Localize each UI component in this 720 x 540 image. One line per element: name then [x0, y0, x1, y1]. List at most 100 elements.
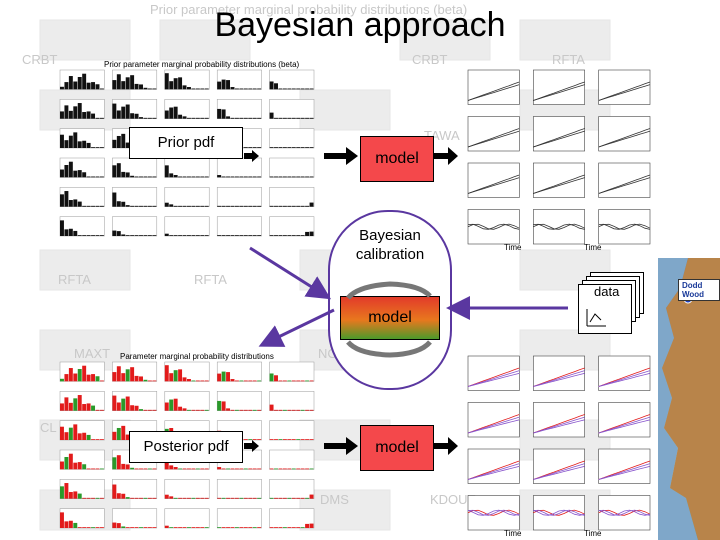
histogram-bar — [230, 117, 235, 119]
histogram-bar — [248, 176, 253, 178]
histogram-bar — [226, 80, 231, 90]
histogram-bar — [182, 205, 187, 207]
histogram-bar — [248, 409, 253, 411]
histogram-bar — [178, 114, 183, 119]
histogram-bar — [143, 235, 148, 236]
histogram-bar — [147, 380, 152, 382]
time-axis-label: Time — [584, 243, 602, 252]
histogram-bar — [68, 161, 73, 178]
histogram-bar — [309, 202, 314, 207]
histogram-bar — [152, 527, 157, 528]
histogram-bar — [200, 380, 205, 382]
histogram-bar — [217, 175, 222, 178]
histogram-bar — [309, 380, 314, 382]
histogram-bar — [274, 205, 278, 207]
histogram-bar — [173, 398, 178, 411]
histogram-bar — [169, 496, 174, 499]
histogram-bar — [91, 235, 96, 236]
histogram-bar — [82, 205, 87, 207]
data-document-stack: data — [576, 268, 648, 338]
histogram-bar — [274, 83, 278, 90]
histogram-bar — [86, 176, 91, 178]
histogram-bar — [305, 439, 310, 440]
histogram-bar — [68, 228, 73, 236]
histogram-bar — [291, 235, 296, 236]
histogram-bar — [309, 494, 314, 499]
histogram-bar — [191, 205, 196, 207]
bg-word: MAXT — [74, 346, 111, 361]
histogram-bar — [230, 379, 235, 382]
histogram-bar — [112, 139, 117, 148]
histogram-bar — [178, 497, 183, 499]
histogram-bar — [91, 405, 96, 411]
histogram-bar — [239, 205, 244, 207]
histogram-bar — [147, 117, 152, 119]
output-series-line — [533, 177, 585, 194]
histogram-bar — [248, 468, 253, 470]
data-label: data — [594, 284, 620, 299]
histogram-bar — [134, 205, 139, 207]
output-series-line — [533, 463, 585, 480]
histogram-bar — [187, 379, 191, 382]
histogram-bar — [86, 82, 91, 90]
histogram-bar — [300, 439, 305, 440]
histogram-bar — [143, 117, 148, 119]
histogram-bar — [200, 117, 205, 119]
histogram-bar — [200, 235, 205, 236]
histogram-bar — [278, 205, 283, 207]
histogram-bar — [187, 527, 191, 528]
histogram-bar — [73, 199, 78, 207]
histogram-bar — [173, 78, 178, 90]
histogram-bar — [64, 397, 69, 411]
histogram-bar — [139, 409, 143, 411]
histogram-bar — [282, 147, 287, 148]
histogram-bar — [143, 527, 148, 528]
histogram-bar — [269, 497, 274, 499]
histogram-bar — [226, 468, 231, 470]
histogram-bar — [300, 409, 305, 411]
histogram-bar — [204, 497, 209, 499]
histogram-bar — [73, 170, 78, 178]
histogram-bar — [121, 425, 126, 440]
histogram-bar — [234, 468, 239, 470]
histogram-bar — [125, 396, 130, 411]
histogram-bar — [221, 235, 226, 236]
histogram-bar — [125, 205, 130, 207]
histogram-bar — [91, 176, 96, 178]
histogram-bar — [230, 468, 235, 470]
histogram-bar — [91, 147, 96, 148]
histogram-bar — [95, 409, 100, 411]
histogram-bar — [287, 88, 292, 90]
histogram-bar — [252, 497, 257, 499]
histogram-bar — [91, 497, 96, 499]
output-series-line — [598, 128, 651, 148]
histogram-cell — [269, 361, 315, 382]
histogram-bar — [99, 176, 104, 178]
histogram-bar — [116, 163, 121, 178]
histogram-cell — [269, 69, 315, 90]
output-series-line — [533, 416, 585, 434]
bayesian-calibration-oval: Bayesian calibration model — [328, 210, 452, 390]
histogram-bar — [143, 468, 148, 470]
histogram-bar — [226, 527, 231, 528]
histogram-bar — [82, 432, 87, 440]
output-series-line — [598, 416, 651, 434]
histogram-bar — [269, 235, 274, 236]
histogram-bar — [226, 497, 231, 499]
histogram-bar — [296, 527, 301, 528]
histogram-bar — [60, 111, 64, 119]
histogram-bar — [152, 176, 157, 178]
histogram-bar — [121, 493, 126, 499]
histogram-bar — [95, 527, 100, 528]
histogram-bar — [234, 117, 239, 119]
histogram-bar — [309, 88, 314, 90]
bg-watermark-title: Prior parameter marginal probability dis… — [150, 2, 468, 17]
histogram-bar — [112, 484, 117, 499]
histogram-bar — [269, 81, 274, 90]
histogram-bar — [64, 229, 69, 236]
histogram-bar — [234, 88, 239, 90]
histogram-bar — [86, 497, 91, 499]
histogram-bar — [296, 117, 301, 119]
histogram-bar — [130, 75, 135, 90]
histogram-bar — [243, 497, 248, 499]
